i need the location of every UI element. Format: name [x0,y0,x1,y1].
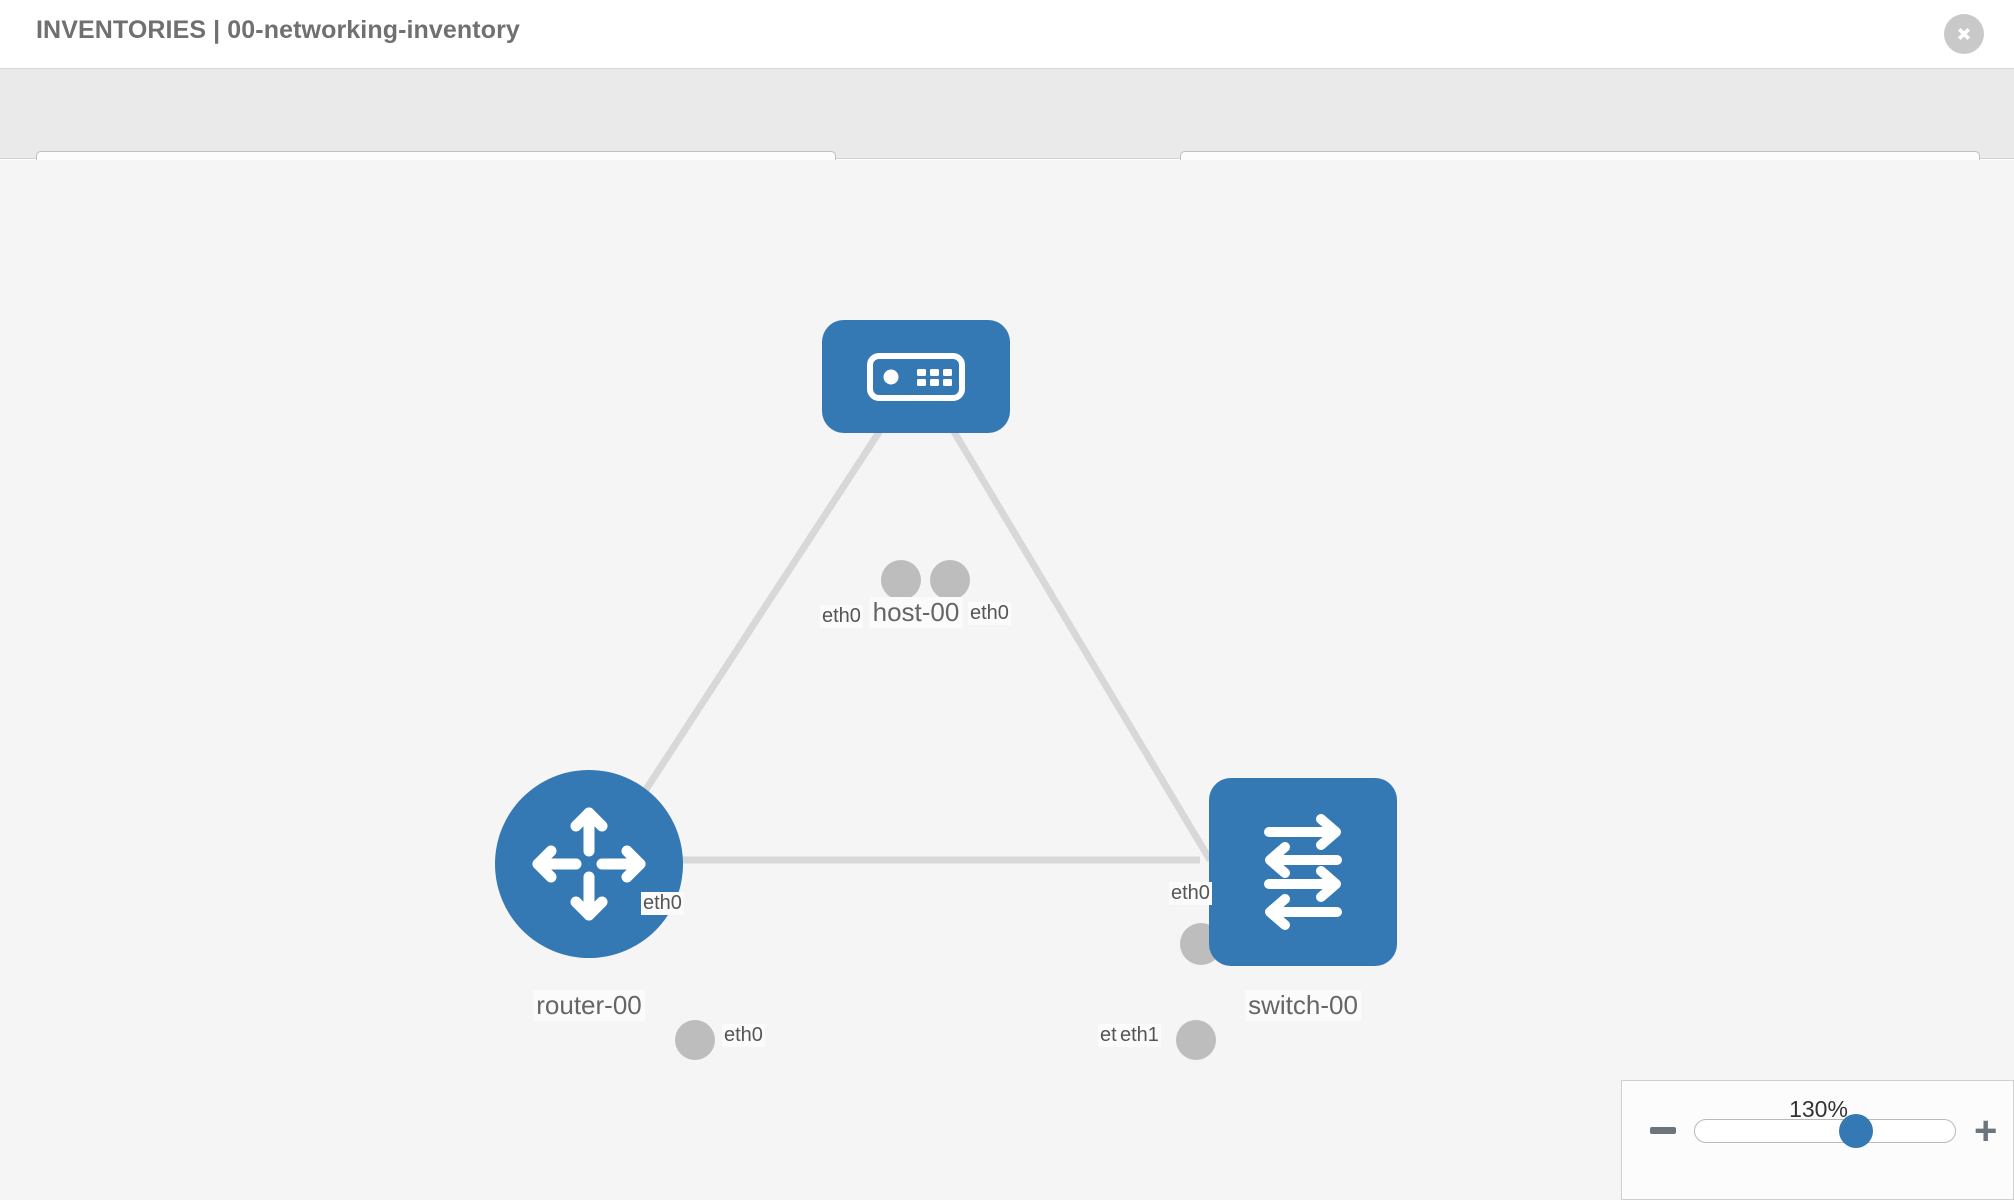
endpoint-host-right[interactable] [930,560,970,600]
iface-label: eth0 [820,605,863,628]
topology-canvas[interactable]: host-00 router-00 [0,160,2014,1200]
router-node-shape[interactable] [495,770,683,958]
iface-label: eth0 [968,602,1011,625]
link-router-host[interactable] [597,398,903,862]
zoom-in-button[interactable]: + [1974,1109,1998,1153]
node-label-host: host-00 [869,597,963,628]
node-label-router: router-00 [533,990,645,1021]
zoom-out-button[interactable] [1650,1127,1676,1134]
switch-node-shape[interactable] [1209,778,1397,966]
zoom-slider-thumb[interactable] [1839,1114,1874,1148]
server-icon [867,352,965,401]
zoom-percent-label: 130% [1789,1096,1848,1122]
iface-label: eth0 [1169,882,1212,905]
iface-label: eth1 [1118,1024,1161,1047]
link-host-switch[interactable] [931,398,1214,862]
host-node-shape[interactable] [822,320,1010,433]
endpoint-router-right[interactable] [675,1020,715,1060]
zoom-slider[interactable] [1694,1114,1956,1148]
toolbar: ACTIONS SEARCH [0,69,2014,202]
page-title: INVENTORIES | 00-networking-inventory [36,16,520,44]
topology-links [597,398,1214,864]
endpoint-host-left[interactable] [881,560,921,600]
node-label-switch: switch-00 [1245,990,1361,1021]
switch-icon [1264,814,1342,930]
iface-label: eth0 [641,892,684,915]
page-header: INVENTORIES | 00-networking-inventory [0,0,2014,69]
close-button[interactable] [1944,14,1984,54]
close-icon [1958,28,1970,40]
endpoint-switch-left[interactable] [1176,1020,1216,1060]
iface-label: eth0 [722,1024,765,1047]
router-icon [532,807,646,921]
zoom-control-panel: 130% + [1621,1080,2014,1200]
